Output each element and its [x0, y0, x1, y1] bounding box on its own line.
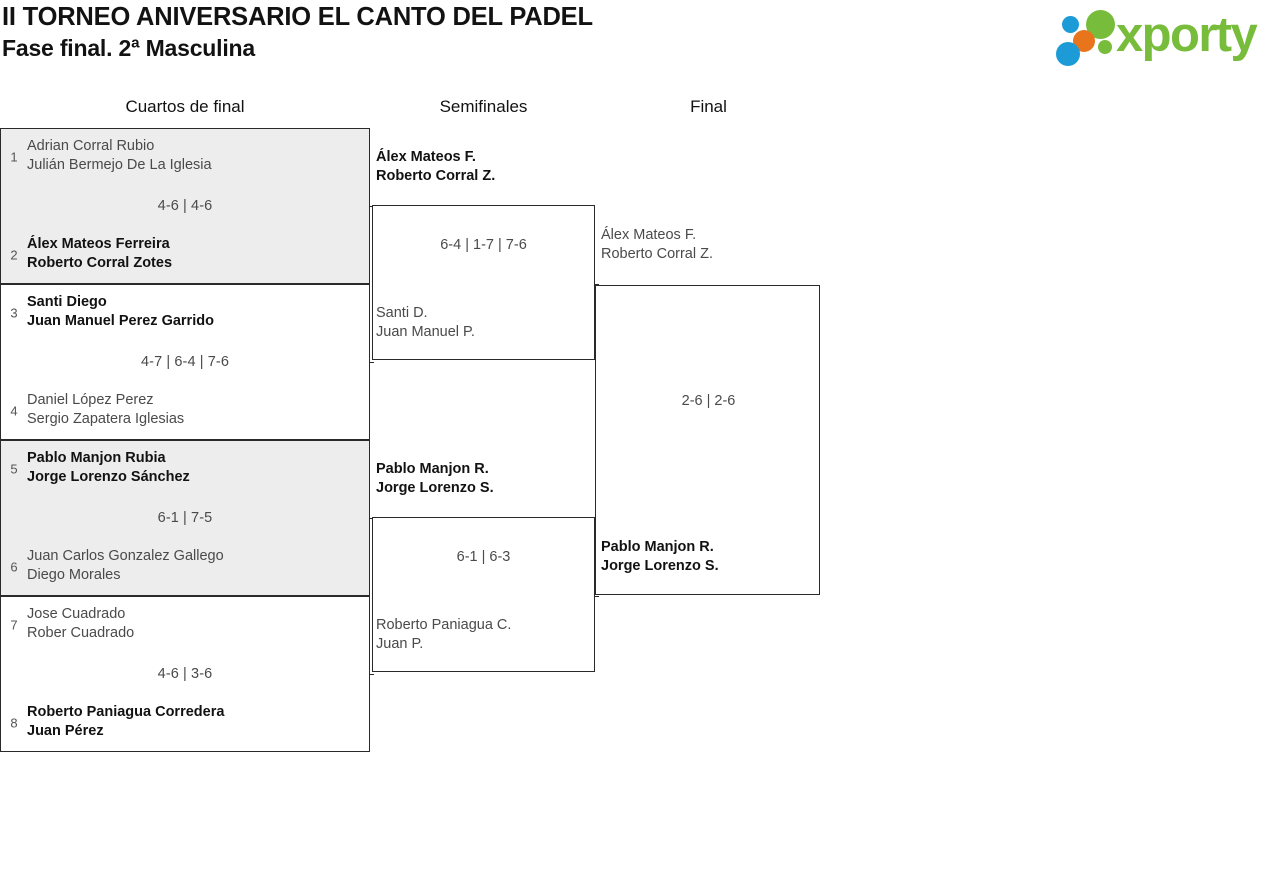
match-player-slot[interactable]: 5 Pablo Manjon Rubia Jorge Lorenzo Sánch… [1, 449, 369, 489]
seed-number: 6 [10, 559, 18, 575]
bracket-connector [370, 362, 374, 363]
match-quarterfinal-2[interactable]: 3 Santi Diego Juan Manuel Perez Garrido … [0, 284, 370, 440]
match-score: 6-1 | 7-5 [157, 510, 213, 526]
match-semifinal-1[interactable] [372, 205, 595, 360]
seed-number: 4 [10, 403, 18, 419]
round-header-semifinals: Semifinales [439, 97, 528, 116]
match-player-slot[interactable]: 4 Daniel López Perez Sergio Zapatera Igl… [1, 391, 369, 431]
player-name: Diego Morales [27, 566, 121, 583]
player-name: Sergio Zapatera Iglesias [27, 410, 185, 427]
logo-wordmark: xporty [1116, 8, 1258, 62]
team-names: Pablo Manjon Rubia Jorge Lorenzo Sánchez [27, 449, 363, 486]
player-name: Juan Manuel Perez Garrido [27, 312, 214, 329]
logo-dot-orange-icon [1073, 30, 1095, 52]
player-name: Álex Mateos F. [601, 227, 697, 243]
team-names: Adrian Corral Rubio Julián Bermejo De La… [27, 137, 363, 174]
match-score: 6-1 | 6-3 [456, 549, 511, 565]
page-header: II TORNEO ANIVERSARIO EL CANTO DEL PADEL… [0, 0, 1280, 78]
match-quarterfinal-4[interactable]: 7 Jose Cuadrado Rober Cuadrado 4-6 | 3-6… [0, 596, 370, 752]
round-header-final: Final [690, 97, 727, 116]
page-title: II TORNEO ANIVERSARIO EL CANTO DEL PADEL… [2, 2, 593, 64]
match-player-slot[interactable]: 3 Santi Diego Juan Manuel Perez Garrido [1, 293, 369, 333]
match-score: 4-6 | 3-6 [157, 666, 213, 682]
team-names: Santi Diego Juan Manuel Perez Garrido [27, 293, 363, 330]
semifinal-2-top-team[interactable]: Pablo Manjon R. Jorge Lorenzo S. [376, 460, 599, 497]
match-score: 6-4 | 1-7 | 7-6 [440, 237, 527, 253]
seed-number: 5 [10, 461, 18, 477]
player-name: Roberto Paniagua C. [376, 617, 512, 633]
bracket-connector [595, 596, 599, 597]
semifinal-2-bottom-team[interactable]: Roberto Paniagua C. Juan P. [376, 616, 599, 653]
tournament-phase: Fase final. 2ª Masculina [2, 35, 255, 61]
seed-number: 7 [10, 617, 18, 633]
player-name: Jose Cuadrado [27, 606, 126, 622]
player-name: Santi Diego [27, 294, 107, 310]
match-score: 4-7 | 6-4 | 7-6 [140, 354, 230, 370]
logo-dot-blue-large-icon [1056, 42, 1080, 66]
player-name: Jorge Lorenzo Sánchez [27, 468, 190, 485]
player-name: Álex Mateos F. [376, 149, 476, 165]
player-name: Pablo Manjon R. [601, 539, 714, 555]
player-name: Álex Mateos Ferreira [27, 236, 170, 252]
seed-number: 8 [10, 715, 18, 731]
logo-dots-icon [1056, 10, 1118, 66]
seed-number: 3 [10, 305, 18, 321]
match-player-slot[interactable]: 6 Juan Carlos Gonzalez Gallego Diego Mor… [1, 547, 369, 587]
final-bottom-team[interactable]: Pablo Manjon R. Jorge Lorenzo S. [601, 538, 824, 575]
semifinal-1-bottom-team[interactable]: Santi D. Juan Manuel P. [376, 304, 599, 341]
player-name: Jorge Lorenzo S. [601, 557, 719, 574]
match-semifinal-2[interactable] [372, 517, 595, 672]
team-names: Jose Cuadrado Rober Cuadrado [27, 605, 363, 642]
team-names: Juan Carlos Gonzalez Gallego Diego Moral… [27, 547, 363, 584]
match-player-slot[interactable]: 7 Jose Cuadrado Rober Cuadrado [1, 605, 369, 645]
player-name: Roberto Paniagua Corredera [27, 704, 225, 720]
team-names: Daniel López Perez Sergio Zapatera Igles… [27, 391, 363, 428]
match-player-slot[interactable]: 1 Adrian Corral Rubio Julián Bermejo De … [1, 137, 369, 177]
seed-number: 2 [10, 247, 18, 263]
player-name: Daniel López Perez [27, 392, 154, 408]
player-name: Jorge Lorenzo S. [376, 479, 494, 496]
logo-dot-green-small-icon [1098, 40, 1112, 54]
player-name: Santi D. [376, 305, 428, 321]
player-name: Juan Carlos Gonzalez Gallego [27, 548, 224, 564]
bracket-connector [370, 674, 374, 675]
player-name: Adrian Corral Rubio [27, 138, 155, 154]
player-name: Juan Pérez [27, 722, 104, 739]
player-name: Rober Cuadrado [27, 624, 135, 641]
player-name: Julián Bermejo De La Iglesia [27, 156, 212, 173]
match-player-slot[interactable]: 2 Álex Mateos Ferreira Roberto Corral Zo… [1, 235, 369, 275]
team-names: Roberto Paniagua Corredera Juan Pérez [27, 703, 363, 740]
player-name: Pablo Manjon Rubia [27, 450, 166, 466]
team-names: Álex Mateos Ferreira Roberto Corral Zote… [27, 235, 363, 272]
match-final[interactable] [595, 285, 820, 595]
player-name: Roberto Corral Z. [601, 245, 714, 262]
match-quarterfinal-1[interactable]: 1 Adrian Corral Rubio Julián Bermejo De … [0, 128, 370, 284]
round-header-quarterfinals: Cuartos de final [125, 97, 245, 116]
bracket-connector [595, 284, 599, 285]
seed-number: 1 [10, 149, 18, 165]
match-score: 2-6 | 2-6 [681, 393, 736, 409]
player-name: Juan Manuel P. [376, 323, 475, 340]
xporty-logo[interactable]: xporty [1048, 6, 1274, 68]
player-name: Juan P. [376, 635, 424, 652]
logo-dot-blue-small-icon [1062, 16, 1079, 33]
match-player-slot[interactable]: 8 Roberto Paniagua Corredera Juan Pérez [1, 703, 369, 743]
player-name: Roberto Corral Zotes [27, 254, 173, 271]
semifinal-1-top-team[interactable]: Álex Mateos F. Roberto Corral Z. [376, 148, 599, 185]
tournament-name: II TORNEO ANIVERSARIO EL CANTO DEL PADEL [2, 3, 593, 31]
match-quarterfinal-3[interactable]: 5 Pablo Manjon Rubia Jorge Lorenzo Sánch… [0, 440, 370, 596]
player-name: Roberto Corral Z. [376, 167, 496, 184]
player-name: Pablo Manjon R. [376, 461, 489, 477]
final-top-team[interactable]: Álex Mateos F. Roberto Corral Z. [601, 226, 824, 263]
match-score: 4-6 | 4-6 [157, 198, 213, 214]
